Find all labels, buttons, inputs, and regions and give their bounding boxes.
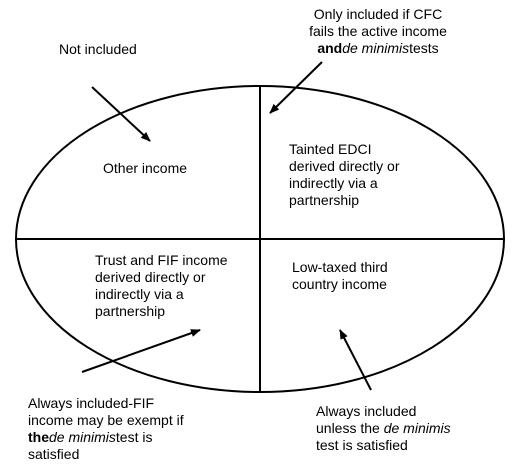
callout-bottom-right: Always included unless the de minimis te…: [316, 403, 451, 454]
callout-top-right-end: tests: [409, 40, 439, 56]
callout-bottom-left-line1: Always included-FIF: [28, 395, 155, 411]
callout-bottom-right-italic: de minimis: [383, 420, 451, 436]
quadrant-top-right-line3: indirectly via a: [289, 175, 378, 191]
quadrant-bottom-right-line1: Low-taxed third: [292, 259, 388, 275]
callout-bottom-left-line4: satisfied: [28, 446, 80, 462]
callout-not-included: Not included: [59, 41, 137, 58]
arrow-top-right: [269, 61, 323, 114]
quadrant-top-right-line2: derived directly or: [289, 158, 400, 174]
callout-top-right-line3: andde minimistests: [298, 40, 458, 57]
callout-top-right-bold: and: [317, 40, 343, 56]
callout-bottom-left: Always included-FIF income may be exempt…: [28, 395, 184, 463]
quadrant-top-right-line1: Tainted EDCI: [289, 141, 372, 157]
callout-bottom-right-start: unless the: [316, 420, 380, 436]
callout-not-included-text: Not included: [59, 41, 137, 57]
callout-top-right: Only included if CFC fails the active in…: [298, 6, 458, 57]
callout-bottom-left-line2: income may be exempt if: [28, 412, 184, 428]
callout-top-right-italic: de minimis: [342, 40, 410, 56]
arrow-not-included: [91, 86, 151, 142]
quadrant-bottom-left-line2: derived directly or: [95, 269, 206, 285]
quadrant-top-right-line4: partnership: [289, 192, 360, 208]
callout-bottom-left-italic: de minimis: [49, 429, 116, 445]
arrow-bottom-right: [339, 329, 372, 391]
quadrant-bottom-left-line3: indirectly via a: [95, 286, 184, 302]
callout-bottom-left-end: test is: [115, 429, 153, 445]
quadrant-top-left: Other income: [103, 160, 187, 177]
callout-bottom-right-line1: Always included: [316, 403, 417, 419]
callout-bottom-left-bold: the: [28, 429, 49, 445]
quadrant-bottom-left: Trust and FIF income derived directly or…: [95, 252, 228, 320]
quadrant-bottom-left-line4: partnership: [95, 303, 166, 319]
arrow-bottom-left: [81, 329, 201, 373]
quadrant-top-right: Tainted EDCI derived directly or indirec…: [289, 141, 400, 209]
quadrant-bottom-right: Low-taxed third country income: [292, 259, 388, 293]
quadrant-bottom-left-line1: Trust and FIF income: [95, 252, 228, 268]
callout-bottom-right-line2: unless the de minimis: [316, 420, 451, 437]
quadrant-top-left-line1: Other income: [103, 160, 188, 176]
callout-bottom-right-line3: test is satisfied: [316, 437, 408, 453]
quadrant-bottom-right-line2: country income: [292, 276, 387, 292]
callout-top-right-line2: fails the active income: [309, 23, 447, 39]
callout-bottom-left-line3: thede minimistest is: [28, 429, 184, 446]
callout-top-right-line1: Only included if CFC: [313, 6, 443, 22]
